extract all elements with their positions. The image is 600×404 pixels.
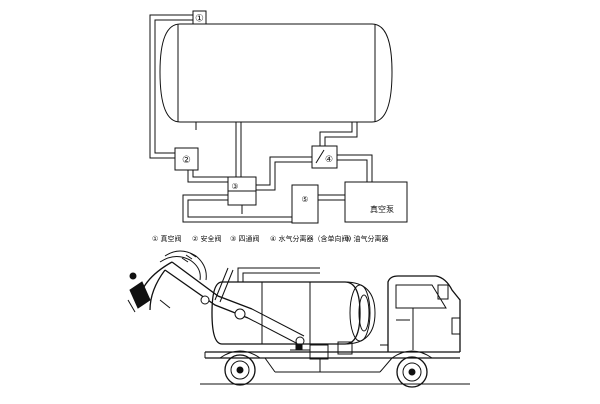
vacuum-pump: 真空泵 <box>344 181 408 223</box>
legend-item-3: ③ 四通阀 <box>230 234 260 243</box>
tank <box>159 23 393 123</box>
suction-boom <box>164 261 305 346</box>
vacuum-valve: ① <box>192 10 207 25</box>
marker-5: ⑤ <box>301 195 308 204</box>
vacuum-pump-label: 真空泵 <box>370 204 394 214</box>
pipe-network <box>149 14 373 223</box>
rear-wheel <box>219 350 261 386</box>
oil-gas-separator: ⑤ <box>291 184 319 224</box>
truck-cab <box>380 275 461 352</box>
legend: ① 真空阀 ② 安全阀 ③ 四通阀 ④ 水气分离器（含单向阀） ⑤ 油气分离器 <box>152 234 389 243</box>
legend-item-4: ④ 水气分离器（含单向阀） <box>270 234 356 243</box>
undercarriage-equipment <box>290 341 353 372</box>
suction-nozzle <box>127 250 207 313</box>
legend-item-2: ② 安全阀 <box>192 234 222 243</box>
vacuum-system-schematic: ① <box>149 10 408 224</box>
four-way-valve: ③ <box>227 176 257 214</box>
truck-tank <box>211 281 376 345</box>
safety-valve: ② <box>174 147 199 171</box>
vacuum-truck <box>127 250 470 388</box>
water-gas-separator: ④ <box>311 145 338 169</box>
front-wheel <box>391 350 433 388</box>
marker-3: ③ <box>231 182 238 191</box>
marker-1: ① <box>195 14 204 25</box>
legend-item-5: ⑤ 油气分离器 <box>345 234 389 243</box>
marker-2: ② <box>182 155 191 166</box>
legend-item-1: ① 真空阀 <box>152 234 182 243</box>
marker-4: ④ <box>325 155 333 165</box>
